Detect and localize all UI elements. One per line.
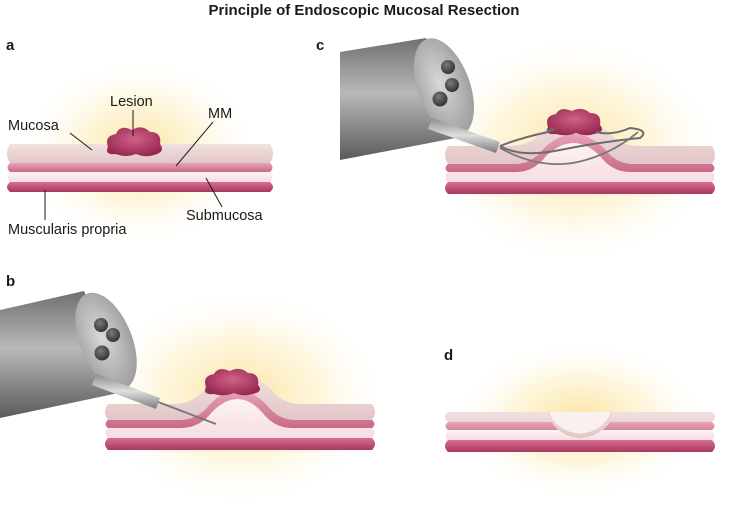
muscularis-mucosae-layer (7, 163, 273, 172)
injection-catheter (92, 374, 160, 409)
figure-title: Principle of Endoscopic Mucosal Resectio… (209, 2, 520, 19)
submucosa-layer (445, 143, 715, 182)
submucosa-layer (7, 172, 273, 182)
endoscope (340, 38, 500, 160)
channel-hole-icon (432, 91, 448, 107)
panel-letter-b: b (6, 273, 15, 290)
label-muscularis-propria: Muscularis propria (8, 222, 127, 238)
label-lesion: Lesion (110, 94, 153, 110)
leader-submucosa (205, 177, 223, 208)
endoscope-tip-face (413, 38, 475, 136)
submucosa-layer (105, 399, 375, 438)
mucosa-layer (105, 375, 375, 420)
endoscope-tip-face (75, 292, 137, 390)
injection-needle (157, 401, 217, 425)
label-mucosa: Mucosa (8, 118, 60, 134)
panel-letter-d: d (444, 347, 453, 364)
endoscope (0, 291, 217, 425)
panel-d: d (444, 340, 715, 500)
channel-hole-icon (106, 328, 120, 342)
snare-loop-front (499, 131, 639, 165)
lesion (205, 368, 260, 396)
muscularis-propria-layer (7, 182, 273, 192)
channel-hole-icon (94, 345, 110, 361)
leader-mm (175, 121, 214, 167)
channel-hole-icon (94, 318, 108, 332)
panel-b: b (0, 273, 390, 508)
panel-letter-c: c (316, 37, 324, 54)
leader-mucosa (69, 132, 93, 151)
channel-hole-icon (445, 78, 459, 92)
muscularis-propria-layer (105, 438, 375, 450)
lesion (547, 108, 602, 136)
panel-letter-a: a (6, 37, 15, 54)
muscularis-mucosae-layer (105, 390, 375, 428)
panel-c: c (316, 35, 724, 265)
mucosa-layer (445, 119, 715, 164)
channel-hole-icon (441, 60, 455, 74)
muscularis-propria-layer (445, 182, 715, 194)
muscularis-mucosae-layer (445, 134, 715, 172)
mucosa-layer-resected (445, 412, 715, 438)
snare-catheter (428, 118, 500, 153)
panel-a: a Lesion Mucosa MM Submucosa Muscularis … (6, 37, 273, 247)
muscularis-propria-layer (445, 440, 715, 452)
snare-loop (499, 126, 645, 155)
label-mm: MM (208, 106, 232, 122)
label-submucosa: Submucosa (186, 208, 264, 224)
resection-base (547, 411, 613, 435)
lesion (107, 127, 162, 157)
